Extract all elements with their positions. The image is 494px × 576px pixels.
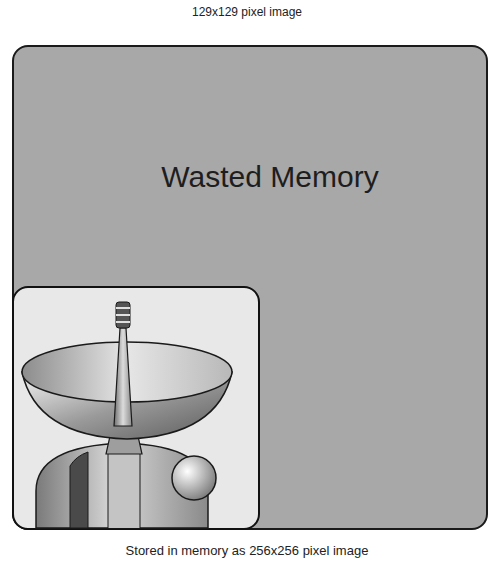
region-label: Wasted Memory [161, 159, 378, 195]
memory-region-box: Wasted Memory [12, 45, 488, 530]
storage-caption: Stored in memory as 256x256 pixel image [0, 543, 494, 558]
image-size-label: 129x129 pixel image [0, 5, 494, 19]
satellite-dish-image [12, 286, 260, 530]
